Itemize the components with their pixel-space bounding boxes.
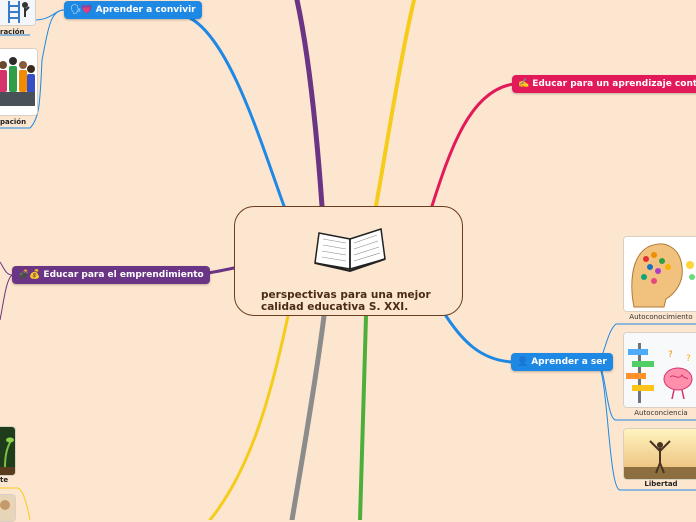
- svg-text:?: ?: [686, 354, 691, 364]
- svg-text:?: ?: [668, 350, 673, 360]
- participation-image[interactable]: [0, 48, 38, 116]
- branch-aprender-a-convivir-label: Aprender a convivir: [96, 5, 196, 15]
- left-bottom-caption: te: [0, 476, 8, 484]
- branch-line-blue-convivir: [190, 18, 284, 206]
- central-topic[interactable]: perspectivas para una mejor calidad educ…: [234, 206, 463, 316]
- participation-caption: pación: [0, 118, 26, 126]
- branch-aprender-a-convivir[interactable]: 🗣💗Aprender a convivir: [64, 1, 202, 19]
- branch-educar-emprendimiento[interactable]: 💣💰Educar para el emprendimiento: [12, 266, 210, 284]
- branch-line-gray-bottom: [292, 316, 324, 520]
- branch-line-green-bottom: [360, 316, 366, 520]
- cooperation-caption: ración: [0, 28, 25, 36]
- branch-line-red-aprendizaje: [432, 84, 514, 206]
- branch-educar-emprendimiento-label: Educar para el emprendimiento: [43, 270, 203, 280]
- sub-line-convivir-1: [34, 10, 64, 20]
- branch-educar-aprendizaje-continuo-label: Educar para un aprendizaje continuo: [532, 79, 696, 89]
- sub-line-emprend-down: [0, 275, 12, 320]
- self-awareness-image[interactable]: ? ?: [623, 332, 696, 408]
- freedom-image[interactable]: [623, 428, 696, 480]
- writing-hand-icon: ✍️: [518, 79, 529, 89]
- branch-line-purple-top: [297, 0, 322, 206]
- self-awareness-caption: Autoconciencia: [626, 409, 696, 417]
- central-topic-title: perspectivas para una mejor calidad educ…: [261, 289, 451, 313]
- person-silhouette-icon: 👤: [517, 357, 528, 367]
- branch-line-blue-ser: [446, 316, 512, 362]
- left-bottom-image[interactable]: [0, 494, 16, 522]
- branch-line-yellow-top: [376, 0, 414, 206]
- branch-aprender-a-ser[interactable]: 👤Aprender a ser: [511, 353, 613, 371]
- speaking-heart-icon: 🗣💗: [70, 5, 93, 15]
- self-knowledge-image[interactable]: [623, 236, 696, 312]
- plant-growth-image[interactable]: [0, 426, 16, 476]
- cooperation-image[interactable]: [0, 0, 36, 26]
- branch-educar-aprendizaje-continuo[interactable]: ✍️Educar para un aprendizaje continuo: [512, 75, 696, 93]
- freedom-caption: Libertad: [626, 480, 696, 488]
- branch-line-yellow-bottom: [210, 316, 288, 520]
- branch-aprender-a-ser-label: Aprender a ser: [531, 357, 607, 367]
- open-book-icon: [313, 225, 387, 273]
- self-knowledge-caption: Autoconocimiento: [626, 313, 696, 321]
- sub-line-emprend-up: [0, 262, 12, 275]
- bomb-moneybag-icon: 💣💰: [18, 270, 40, 280]
